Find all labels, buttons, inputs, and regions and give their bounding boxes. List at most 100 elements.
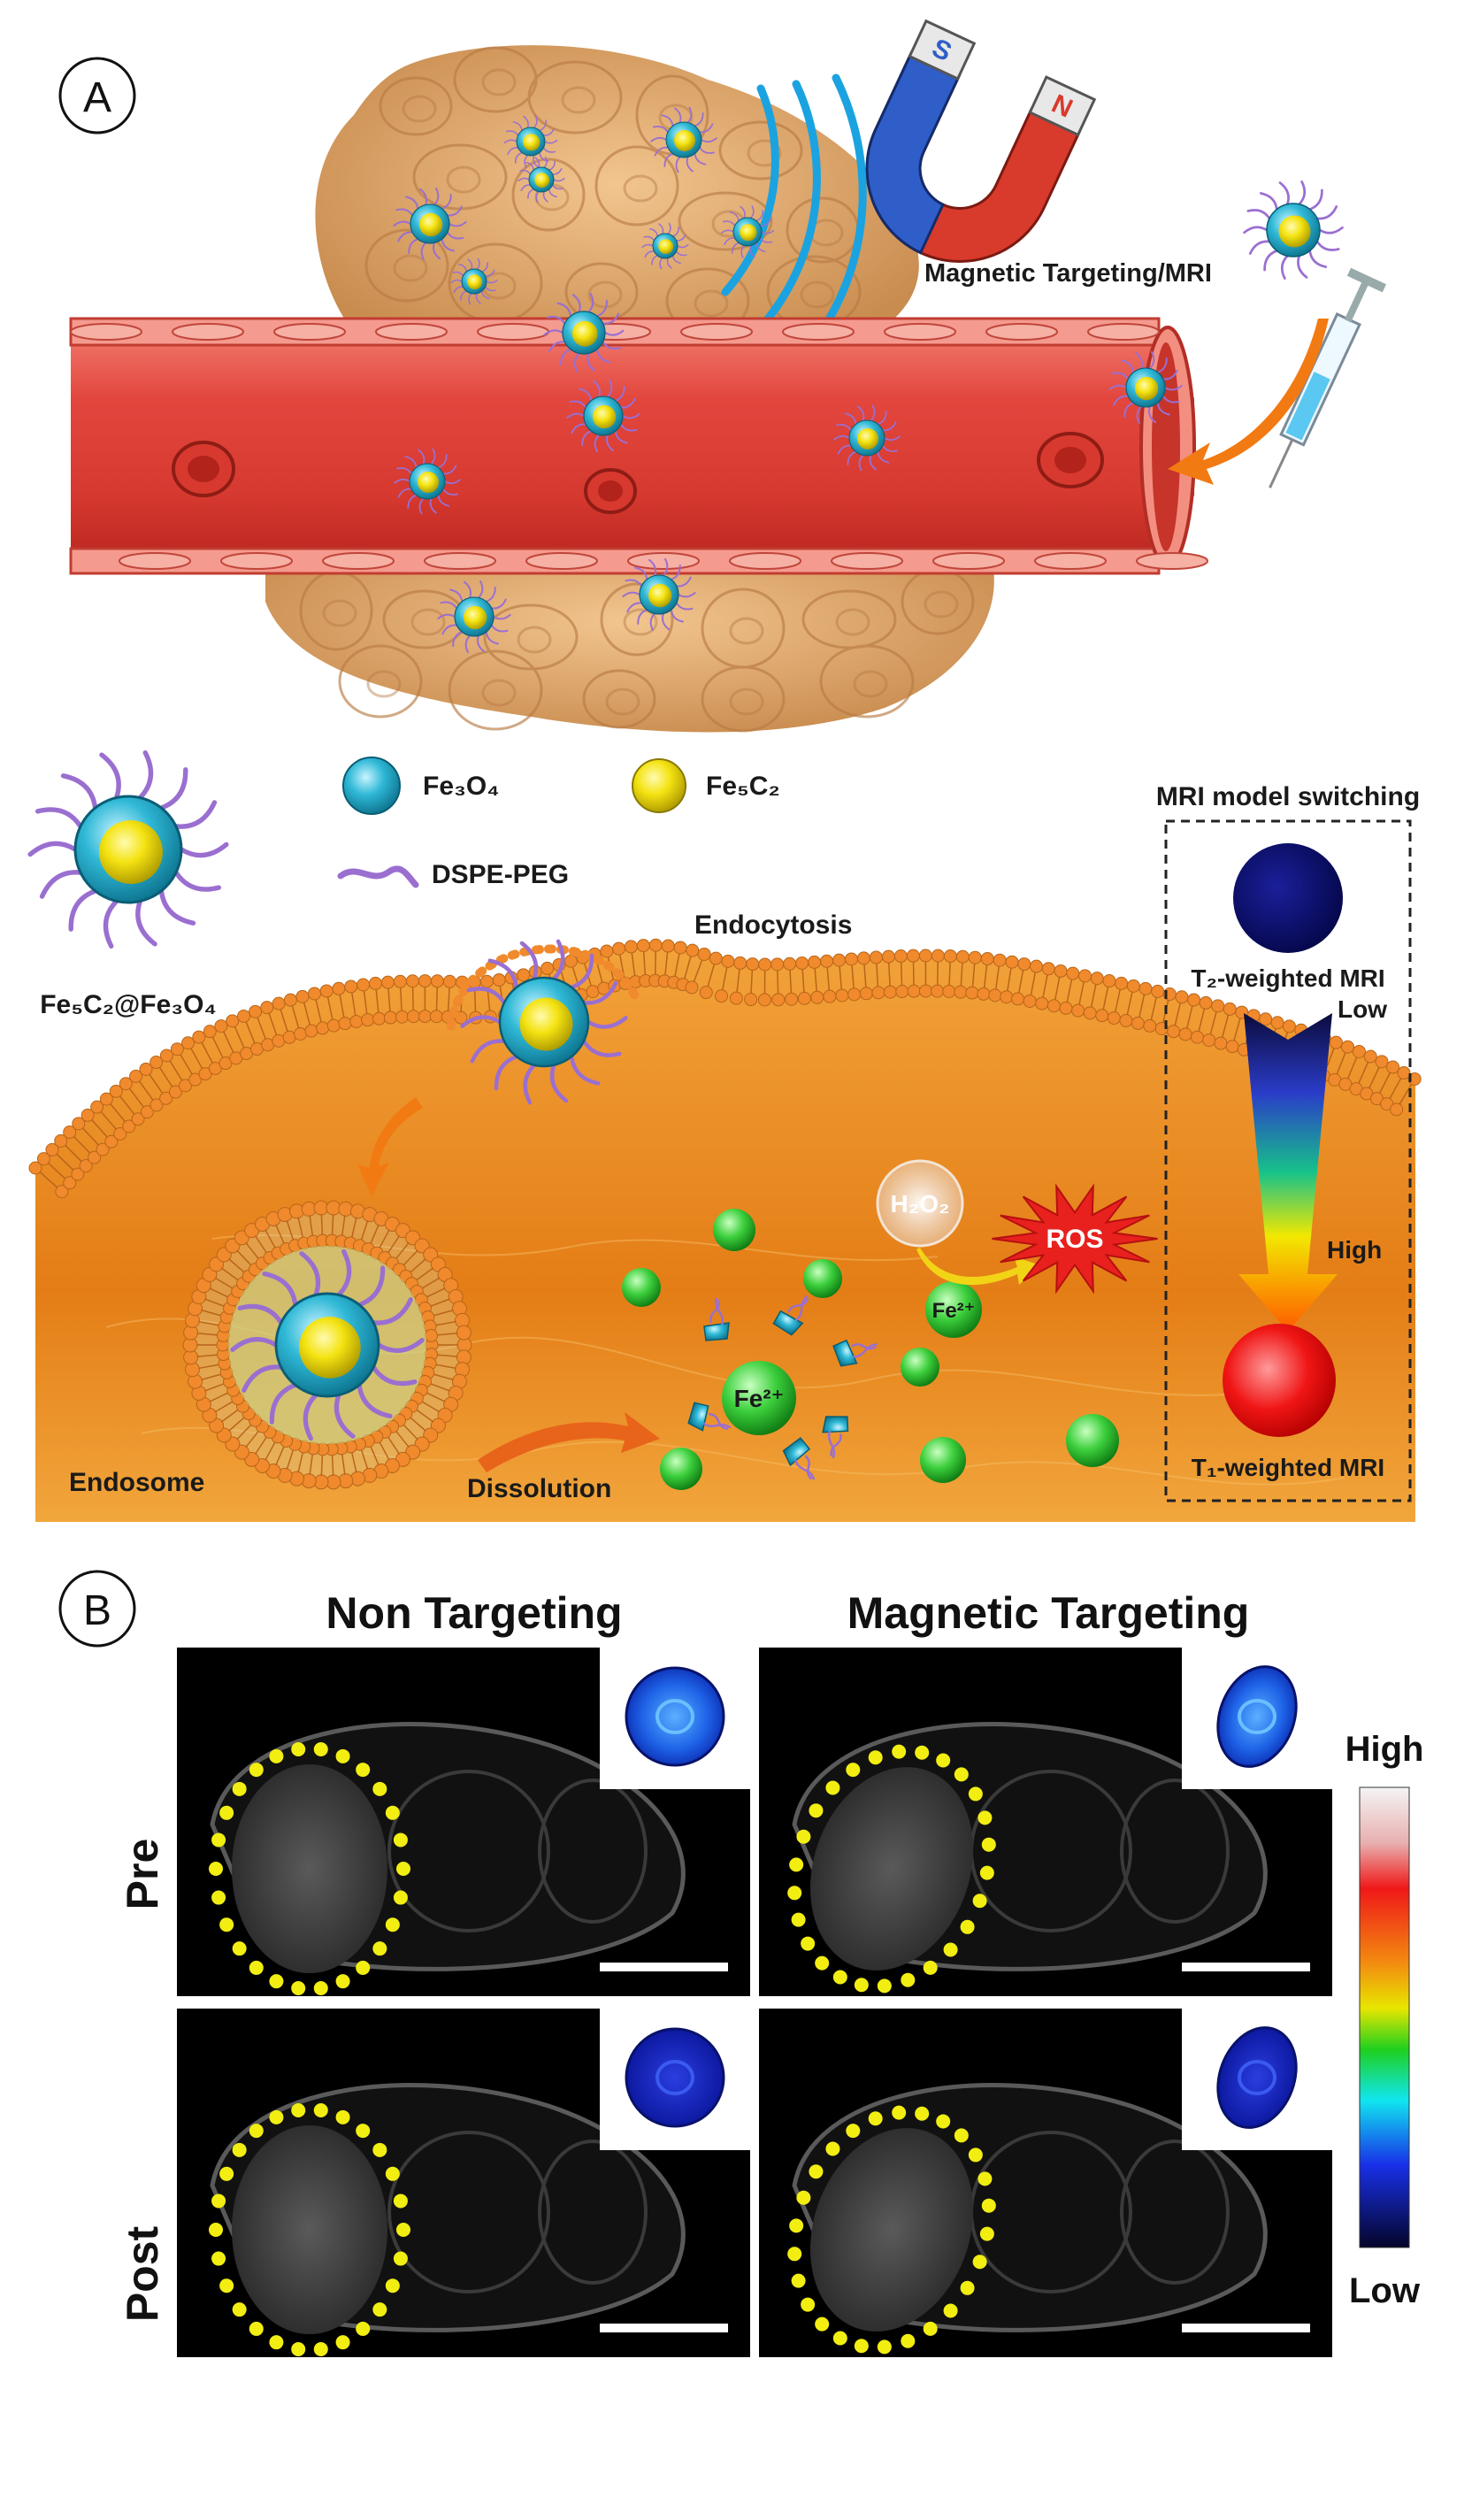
legend-particle-label: Fe₅C₂@Fe₃O₄ [40,990,217,1019]
tumor-outline-dot [936,1754,950,1768]
column-title-magnetic-targeting: Magnetic Targeting [847,1588,1250,1638]
tumor-outline-dot [356,2322,370,2336]
mri-switching-title: MRI model switching [1156,782,1420,811]
tumor-outline-dot [269,2335,283,2349]
tumor-outline-dot [249,1961,264,1975]
t2-mri-sphere [1233,843,1343,953]
tumor-outline-dot [314,1742,328,1756]
tumor-outline-dot [815,2317,829,2332]
tumor-outline-dot [219,2167,234,2181]
tumor-outline-dot [796,1830,810,1844]
tumor-outline-dot [825,2142,840,2156]
magnet-label: Magnetic Targeting/MRI [924,259,1212,288]
tumor-outline-dot [249,2322,264,2336]
tumor-outline-dot [291,2342,305,2356]
tumor-outline-dot [233,2302,247,2316]
tumor-outline-dot [291,2103,305,2117]
nanoparticle [1245,181,1343,278]
tumor-outline-dot [372,2302,387,2316]
tumor-outline-dot [396,2223,410,2237]
legend-fe3o4-label: Fe₃O₄ [423,772,500,801]
fe2-ion [1066,1414,1119,1467]
ros-label: ROS [1046,1225,1103,1254]
tumor-outline-dot [211,1891,226,1905]
panel-a-label: A [83,74,111,121]
dissolution-label: Dissolution [467,1474,611,1503]
scale-bar [1182,1963,1310,1971]
endosome [183,1201,472,1489]
tumor-outline-dot [233,1782,247,1796]
legend-fe3o4-swatch [343,757,400,814]
tumor-outline-dot [973,1894,987,1908]
fe2-ion [660,1448,702,1490]
tumor-outline-dot [269,1974,283,1988]
tumor-outline-dot [356,1763,370,1777]
tumor-outline-dot [801,2298,815,2312]
tumor-outline-dot [809,1803,823,1817]
tumor-outline-dot [233,1941,247,1955]
tumor-outline-dot [944,1942,958,1956]
scale-bar [1182,2324,1310,2332]
tumor-outline-dot [336,2110,350,2124]
tumor-outline-dot [211,1832,226,1847]
tumor-outline-dot [787,2247,801,2261]
legend-fe5c2-label: Fe₅C₂ [706,772,780,801]
tumor-outline-dot [787,1886,801,1900]
mri-post-non-targeting [177,2009,750,2357]
tumor-outline-dot [269,1749,283,1763]
legend-peg-label: DSPE-PEG [432,860,569,889]
tumor-outline-dot [789,2218,803,2232]
tumor-outline-dot [855,1978,869,1992]
colorbar: High Low [1346,1730,1424,2310]
tumor-outline-dot [892,2106,906,2120]
tumor-outline-dot [973,2255,987,2269]
tumor-outline-dot [809,2164,823,2178]
tumor-outline-dot [792,1913,806,1927]
tumor-outline-dot [372,1782,387,1796]
tumor-outline-dot [833,1970,847,1984]
tumor-outline-dot [954,2128,969,2142]
tumor-outline-dot [869,2111,883,2125]
fe2-large-label: Fe²⁺ [734,1385,785,1412]
tumor-outline-dot [386,2167,400,2181]
mri-pre-magnetic-targeting [759,1648,1332,1996]
tumor-outline-dot [336,1749,350,1763]
tumor-outline-dot [372,1941,387,1955]
tumor-outline-dot [833,2331,847,2345]
tumor-outline-dot [209,2223,223,2237]
tumor-outline-dot [219,2278,234,2293]
tumor-outline-dot [869,1750,883,1764]
tumor-outline-dot [211,2252,226,2266]
tumor-outline-dot [372,2143,387,2157]
blood-vessel [71,319,1208,573]
tumor-outline-dot [291,1981,305,1995]
tumor-outline-dot [978,2171,992,2186]
tumor-outline-dot [356,2124,370,2138]
scale-bar [600,1963,728,1971]
row-title-pre: Pre [118,1839,167,1910]
tumor-outline-dot [386,1917,400,1932]
tumor-outline-dot [314,2342,328,2356]
colorbar-gradient [1360,1787,1409,2247]
column-title-non-targeting: Non Targeting [326,1588,622,1638]
tumor-outline-dot [796,2191,810,2205]
syringe-icon [1253,268,1386,496]
tumor-outline-dot [394,1891,408,1905]
tumor-outline-dot [855,2339,869,2353]
tumor-outline-dot [219,1806,234,1820]
mri-image-grid [177,1648,1332,2357]
endocytosis-label: Endocytosis [694,910,852,940]
fe2-ion [901,1348,939,1387]
tumor-outline-dot [219,1917,234,1932]
tumor-outline-dot [386,2278,400,2293]
tumor-outline-dot [336,1974,350,1988]
tumor-outline-dot [982,1838,996,1852]
fe2-ion [713,1209,755,1251]
endosome-label: Endosome [69,1468,204,1497]
tumor-outline-dot [394,2193,408,2208]
tumor-outline-dot [789,1857,803,1871]
tumor-outline-dot [936,2115,950,2129]
tumor-outline-dot [969,2147,983,2162]
tumor-outline-dot [249,1763,264,1777]
